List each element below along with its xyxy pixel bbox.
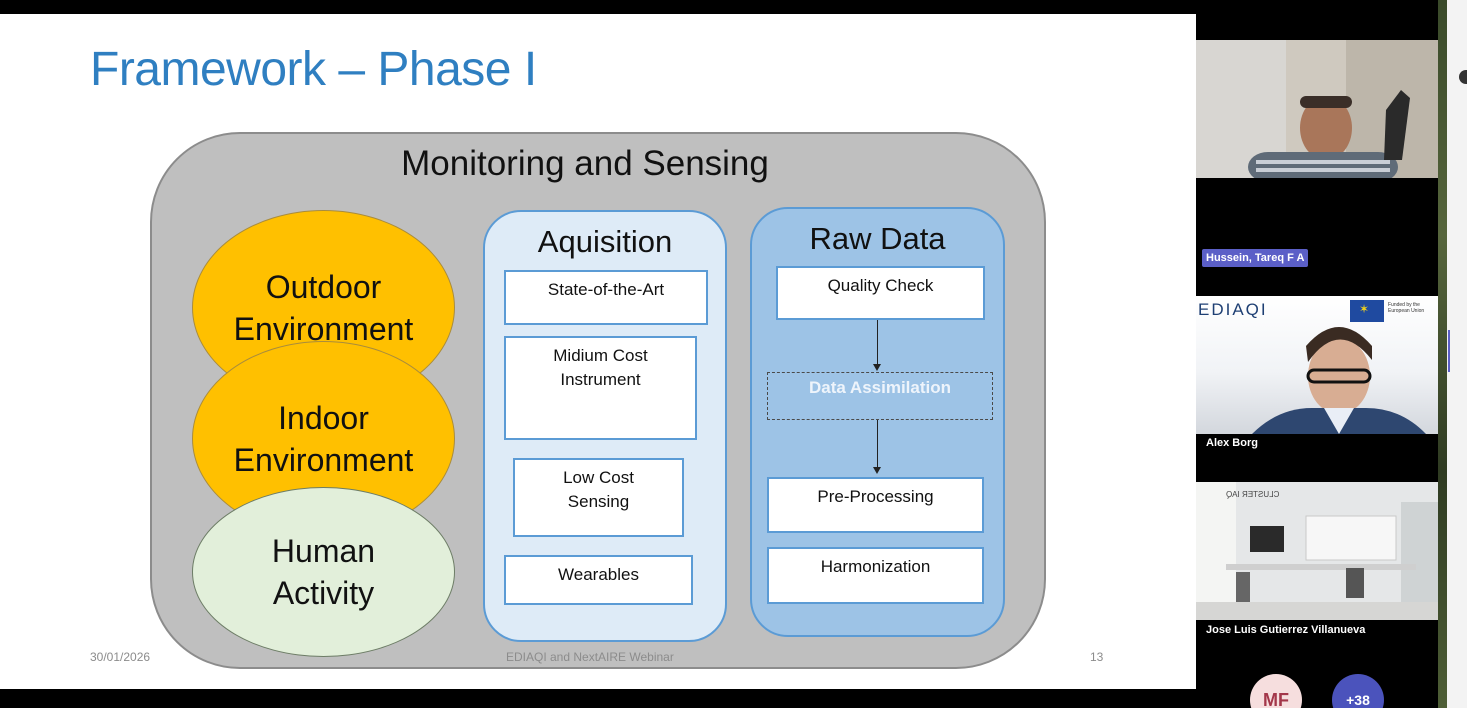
- acq-item-low-cost: Low Cost Sensing: [513, 458, 684, 537]
- acquisition-title: Aquisition: [537, 224, 673, 259]
- raw-data-title: Raw Data: [809, 221, 946, 256]
- quality-check-box: Quality Check: [776, 266, 985, 320]
- indoor-label: Indoor Environment: [233, 399, 414, 478]
- eu-funding-text: Funded by the European Union: [1388, 302, 1425, 314]
- arrow-line-2: [877, 420, 878, 467]
- participant-video-3[interactable]: CLUSTER IAQ: [1196, 482, 1438, 620]
- participant-video-2[interactable]: EDIAQI ✶ Funded by the European Union: [1196, 296, 1438, 434]
- human-activity-ellipse: Human Activity: [192, 487, 455, 657]
- arrow-line-1: [877, 320, 878, 364]
- arrow-head-2: [873, 467, 881, 474]
- background-window-edge: [1438, 0, 1447, 708]
- acq-item-midium-cost: Midium Cost Instrument: [504, 336, 697, 440]
- participant-2-name: Alex Borg: [1206, 437, 1258, 449]
- participant-3-name: Jose Luis Gutierrez Villanueva: [1206, 624, 1366, 636]
- monitoring-title: Monitoring and Sensing: [401, 144, 769, 183]
- harmonization-box: Harmonization: [767, 547, 984, 604]
- presentation-slide: Framework – Phase I Monitoring and Sensi…: [0, 14, 1196, 689]
- data-assimilation-box: Data Assimilation: [767, 372, 993, 420]
- more-participants-button[interactable]: +38: [1332, 674, 1384, 708]
- participant-avatar-mf[interactable]: MF: [1250, 674, 1302, 708]
- acq-item-wearables: Wearables: [504, 555, 693, 605]
- edge-button-fragment[interactable]: [1459, 70, 1467, 84]
- participant-1-silhouette: [1196, 40, 1438, 178]
- footer-page-number: 13: [1090, 650, 1104, 664]
- human-label: Human Activity: [271, 533, 376, 611]
- edge-selection-indicator: [1448, 330, 1450, 372]
- ediaqi-logo: EDIAQI: [1198, 300, 1268, 319]
- participant-2-silhouette: [1252, 327, 1426, 434]
- participant-3-office-background: [1196, 482, 1438, 620]
- acq-item-state-of-the-art: State-of-the-Art: [504, 270, 708, 325]
- cluster-iaq-logo: CLUSTER IAQ: [1226, 490, 1280, 499]
- arrow-head-1: [873, 364, 881, 371]
- footer-event: EDIAQI and NextAIRE Webinar: [506, 650, 674, 664]
- footer-date: 30/01/2026: [90, 650, 151, 664]
- slide-title: Framework – Phase I: [90, 43, 537, 96]
- eu-flag-icon: ✶: [1350, 300, 1384, 322]
- participant-video-1[interactable]: [1196, 40, 1438, 178]
- participant-1-name: Hussein, Tareq F A: [1202, 249, 1309, 267]
- outdoor-label: Outdoor Environment: [233, 268, 414, 347]
- pre-processing-box: Pre-Processing: [767, 477, 984, 533]
